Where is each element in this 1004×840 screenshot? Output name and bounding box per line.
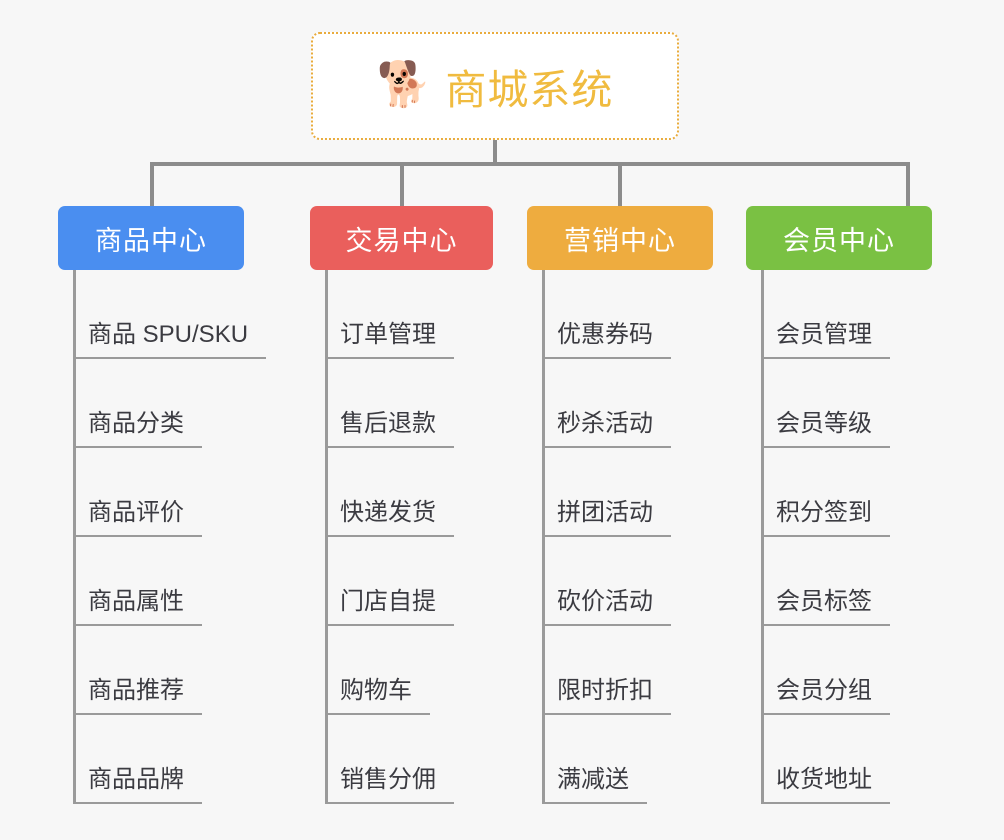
connector-drop-2 — [400, 162, 404, 208]
leaf-item-label: 满减送 — [543, 766, 647, 804]
leaf-item[interactable]: 商品品牌 — [74, 715, 244, 804]
leaf-item-label: 销售分佣 — [326, 766, 454, 804]
leaf-item[interactable]: 商品 SPU/SKU — [74, 270, 267, 359]
leaf-item[interactable]: 积分签到 — [762, 448, 932, 537]
leaf-item-label: 拼团活动 — [543, 499, 671, 537]
leaf-item-label: 会员分组 — [762, 677, 890, 715]
branch-header-2[interactable]: 交易中心 — [310, 206, 493, 270]
leaf-item[interactable]: 限时折扣 — [543, 626, 713, 715]
leaf-item-label: 商品 SPU/SKU — [74, 321, 267, 359]
leaf-item-label: 商品评价 — [74, 499, 202, 537]
leaf-item-label: 优惠券码 — [543, 321, 671, 359]
leaf-item[interactable]: 商品属性 — [74, 537, 244, 626]
leaf-item[interactable]: 优惠券码 — [543, 270, 713, 359]
connector-horizontal-bus — [150, 162, 910, 166]
leaf-item-label: 快递发货 — [326, 499, 454, 537]
leaf-item-label: 订单管理 — [326, 321, 454, 359]
leaf-item-label: 砍价活动 — [543, 588, 671, 626]
leaf-item[interactable]: 商品分类 — [74, 359, 244, 448]
leaf-item[interactable]: 砍价活动 — [543, 537, 713, 626]
leaf-item[interactable]: 会员分组 — [762, 626, 932, 715]
branch-header-4[interactable]: 会员中心 — [746, 206, 932, 270]
leaf-item-label: 商品推荐 — [74, 677, 202, 715]
leaf-item[interactable]: 商品推荐 — [74, 626, 244, 715]
root-title: 商城系统 — [445, 67, 614, 113]
leaf-item[interactable]: 秒杀活动 — [543, 359, 713, 448]
branch-spine-1 — [73, 270, 76, 804]
leaf-item-label: 会员标签 — [762, 588, 890, 626]
leaf-item[interactable]: 会员标签 — [762, 537, 932, 626]
branch-column-2: 交易中心订单管理售后退款快递发货门店自提购物车销售分佣 — [310, 206, 493, 804]
shiba-dog-face-icon: 🐕 — [376, 60, 432, 109]
branch-column-1: 商品中心商品 SPU/SKU 商品分类商品评价商品属性商品推荐商品品牌 — [58, 206, 267, 804]
leaf-item-label: 购物车 — [326, 677, 430, 715]
leaf-item[interactable]: 门店自提 — [326, 537, 493, 626]
leaf-item[interactable]: 销售分佣 — [326, 715, 493, 804]
branch-header-3[interactable]: 营销中心 — [527, 206, 713, 270]
branch-item-list-2: 订单管理售后退款快递发货门店自提购物车销售分佣 — [310, 270, 493, 804]
leaf-item-label: 门店自提 — [326, 588, 454, 626]
connector-drop-4 — [906, 162, 910, 208]
branch-column-4: 会员中心会员管理会员等级积分签到会员标签会员分组收货地址 — [746, 206, 932, 804]
leaf-item-label: 商品分类 — [74, 410, 202, 448]
leaf-item[interactable]: 满减送 — [543, 715, 713, 804]
leaf-item-label: 积分签到 — [762, 499, 890, 537]
leaf-item-label: 商品属性 — [74, 588, 202, 626]
connector-root-stem — [493, 140, 497, 164]
leaf-item[interactable]: 拼团活动 — [543, 448, 713, 537]
leaf-item[interactable]: 会员管理 — [762, 270, 932, 359]
root-node[interactable]: 🐕 商城系统 — [311, 32, 679, 140]
leaf-item-label: 会员管理 — [762, 321, 890, 359]
branch-spine-4 — [761, 270, 764, 804]
leaf-item-label: 收货地址 — [762, 766, 890, 804]
leaf-item-label: 秒杀活动 — [543, 410, 671, 448]
leaf-item[interactable]: 会员等级 — [762, 359, 932, 448]
leaf-item[interactable]: 购物车 — [326, 626, 493, 715]
leaf-item[interactable]: 商品评价 — [74, 448, 244, 537]
branch-column-3: 营销中心优惠券码秒杀活动拼团活动砍价活动限时折扣满减送 — [527, 206, 713, 804]
leaf-item[interactable]: 快递发货 — [326, 448, 493, 537]
leaf-item-label: 售后退款 — [326, 410, 454, 448]
branch-item-list-4: 会员管理会员等级积分签到会员标签会员分组收货地址 — [746, 270, 932, 804]
branch-spine-3 — [542, 270, 545, 804]
connector-drop-3 — [618, 162, 622, 208]
branch-item-list-3: 优惠券码秒杀活动拼团活动砍价活动限时折扣满减送 — [527, 270, 713, 804]
leaf-item[interactable]: 订单管理 — [326, 270, 493, 359]
leaf-item[interactable]: 售后退款 — [326, 359, 493, 448]
branch-spine-2 — [325, 270, 328, 804]
leaf-item-label: 会员等级 — [762, 410, 890, 448]
branch-item-list-1: 商品 SPU/SKU 商品分类商品评价商品属性商品推荐商品品牌 — [58, 270, 267, 804]
connector-drop-1 — [150, 162, 154, 208]
branch-header-1[interactable]: 商品中心 — [58, 206, 244, 270]
leaf-item-label: 商品品牌 — [74, 766, 202, 804]
leaf-item[interactable]: 收货地址 — [762, 715, 932, 804]
leaf-item-label: 限时折扣 — [543, 677, 671, 715]
